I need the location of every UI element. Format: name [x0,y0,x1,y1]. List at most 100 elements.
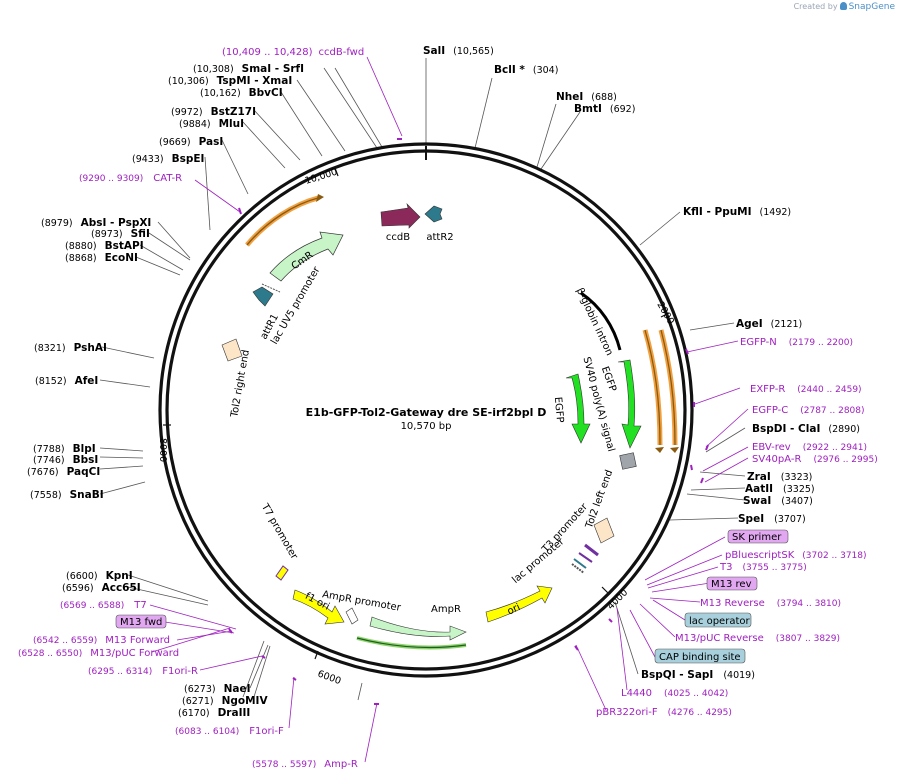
label-Amp-R: (5578 .. 5597)Amp-R [252,759,358,770]
label-BbsI: (7746)BbsI [33,454,98,466]
label-SwaI: SwaI(3407) [743,495,813,507]
label-pBR322ori-F: pBR322ori-F(4276 .. 4295) [596,707,732,718]
egfp-inner-arrow [617,359,642,449]
label-BstZ17I: (9972)BstZ17I [171,106,256,118]
feature-ampR: AmpR [356,604,467,650]
credit-text: Created by [793,2,838,11]
label-BspQI-SapI: BspQI - SapI(4019) [641,669,755,681]
beta-globin-bar [580,291,622,351]
tol2-left-box [593,517,615,544]
feature-ori: ori [485,585,553,623]
tol2-right-box [221,338,243,362]
label-BlpI: (7788)BlpI [33,443,96,455]
label-AfeI: (8152)AfeI [35,375,98,387]
label-KpnI: (6600)KpnI [66,570,133,582]
label-MluI: (9884)MluI [179,118,244,130]
label-ccdB-fwd: (10,409 .. 10,428)ccdB-fwd [222,47,364,58]
label-CAP-binding-site: CAP binding site [659,652,741,663]
label-PasI: (9669)PasI [159,136,223,148]
label-NheI: NheI(688) [556,91,617,103]
label-BstAPI: (8880)BstAPI [65,240,144,252]
ori-label: ori [506,602,522,617]
label-NgoMIV: (6271)NgoMIV [182,695,268,707]
primer-leader-lines [149,56,749,763]
egfp-inner-label: EGFP [599,365,618,393]
label-ZraI: ZraI(3323) [747,471,812,483]
leader-lines [99,58,746,701]
label-EXFP-R: EXFP-R(2440 .. 2459) [750,384,862,395]
label-EBV-rev: EBV-rev(2922 .. 2941) [752,442,867,453]
attR1-site-marks [261,283,281,293]
label-SpeI: SpeI(3707) [738,513,806,525]
attR2-arrow [424,205,443,223]
feature-egfp-outer: EGFP [552,373,591,444]
label-M13-pUC-Reverse: M13/pUC Reverse(3807 .. 3829) [675,633,840,644]
label-M13-Forward: (6542 .. 6559)M13 Forward [33,635,170,646]
lac-operator-box [684,612,752,628]
cap-binding-site-box [654,648,746,664]
feature-ccdB: ccdB [380,203,421,243]
label-pBluescriptSK: pBluescriptSK(3702 .. 3718) [725,550,867,561]
feature-attR2: attR2 [424,205,454,243]
plasmid-size: 10,570 bp [401,421,452,432]
attR2-label: attR2 [426,232,453,243]
label-TspMI-XmaI: (10,306)TspMI - XmaI [168,75,292,87]
attR1-arrow [252,286,274,307]
label-BbvCI: (10,162)BbvCI [200,87,283,99]
cmR-line [246,197,319,246]
egfp-outer-label: EGFP [552,396,565,423]
label-EcoNI: (8868)EcoNI [65,252,138,264]
label-BspEI: (9433)BspEI [132,153,204,165]
label-CAT-R: (9290 .. 9309)CAT-R [79,173,182,184]
label-SalI: SalI(10,565) [423,45,494,57]
ampR-arrow [369,616,467,641]
label-M13-rev: M13 rev [711,579,752,590]
backbone-outer-ring [158,142,694,678]
label-SfiI: (8973)SfiI [91,228,150,240]
label-SnaBI: (7558)SnaBI [30,489,104,501]
feature-tol2-right: Tol2 right end [221,338,252,419]
label-EGFP-C: EGFP-C(2787 .. 2808) [752,405,865,416]
label-T7: (6569 .. 6588)T7 [60,600,147,611]
ampR-line [356,637,467,648]
ampR-highlight [356,636,467,650]
feature-t7-promoter: T7 promoter [258,501,300,581]
cmR-line-head [316,194,324,202]
label-SmaI-SrfI: (10,308)SmaI - SrfI [193,63,304,75]
label-Acc65I: (6596)Acc65I [62,582,141,594]
feature-cmR: CmR [245,194,344,282]
ori-arrow [485,585,553,623]
tick-8000: 8000 [157,438,168,462]
feature-beta-globin: β-globin intron [574,286,622,357]
label-T3: T3(3755 .. 3775) [719,562,807,573]
label-F1ori-R: (6295 .. 6314)F1ori-R [88,666,198,677]
label-F1ori-F: (6083 .. 6104)F1ori-F [175,726,284,737]
label-M13-fwd: M13 fwd [120,617,162,628]
cmR-arrow [269,231,344,282]
label-PaqCI: (7676)PaqCI [27,466,100,478]
label-AatII: AatII(3325) [745,483,815,495]
egfp-highlight-arcs [642,329,679,453]
m13-fwd-box [115,614,167,629]
ampR-promoter-box [345,607,359,625]
label-L4440: L4440(4025 .. 4042) [621,688,728,699]
tol2-left-label: Tol2 left end [584,469,616,531]
scale-ticks [163,167,670,660]
snapgene-logo-icon [839,2,847,10]
primer-ring-marks [228,138,709,705]
label-NaeI: (6273)NaeI [184,683,251,695]
ccdB-arrow [380,203,421,229]
credit-brand: SnapGene [848,2,895,12]
label-SV40pA-R: SV40pA-R(2976 .. 2995) [752,454,878,465]
label-BclI: BclI *(304) [494,64,558,76]
feature-tol2-left: Tol2 left end [584,469,616,544]
ampR-label: AmpR [431,604,461,615]
sk-primer-box [727,529,789,544]
label-AbsI-PspXI: (8979)AbsI - PspXI [41,217,151,229]
plasmid-name: E1b-GFP-Tol2-Gateway dre SE-irf2bpl D [306,406,547,419]
t7-promoter-box [275,565,289,581]
tick-6000: 6000 [316,668,342,687]
label-KflI-PpuMI: KflI - PpuMI(1492) [683,206,791,218]
label-SK-primer: SK primer [732,532,782,543]
label-BmtI: BmtI(692) [574,103,635,115]
